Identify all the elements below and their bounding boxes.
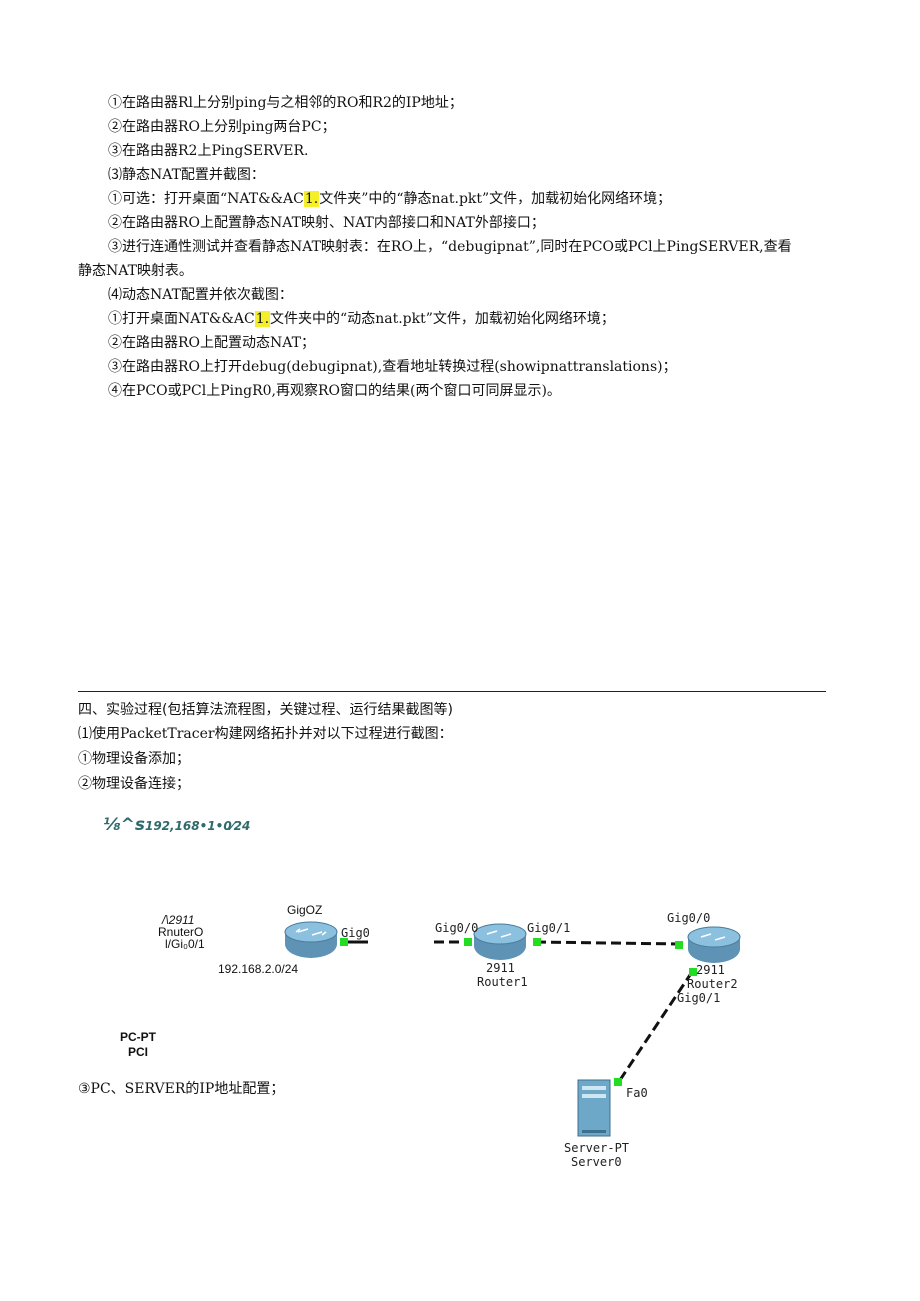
pc-label-type: PC-PT [120, 1030, 156, 1044]
link-r2-server [616, 971, 694, 1084]
static-step-1-highlight: 1. [303, 191, 320, 207]
link-dot-server [614, 1078, 622, 1086]
link-r1-r2 [535, 940, 681, 946]
garbled-sub: 192,168•1•0⁄24 [144, 819, 251, 833]
garbled-subnet-label: ⅛^s192,168•1•0⁄24 [103, 815, 250, 835]
link-dot-r2-bottom [689, 968, 697, 976]
r0-label-port: l/Gi₀0/1 [165, 937, 205, 951]
static-step-1: ①可选：打开桌面“NAT&&AC1.文件夹”中的“静态nat.pkt”文件，加载… [108, 190, 671, 208]
step-ping-r0: ②在路由器RO上分别ping两台PC； [108, 119, 336, 135]
s4-step-1b: ②物理设备连接； [78, 776, 190, 792]
section-divider [78, 691, 826, 692]
dynamic-step-1-pre: ①打开桌面NAT&&AC [108, 311, 255, 327]
link-dot-r0 [340, 938, 348, 946]
dynamic-step-1-highlight: 1. [254, 311, 271, 327]
r0-top-port: GigOZ [287, 903, 323, 917]
router1-icon [473, 923, 527, 960]
dynamic-step-1-post: 文件夹中的“动态nat.pkt”文件，加载初始化网络环境； [270, 311, 615, 327]
static-step-3b: 静态NAT映射表。 [78, 263, 193, 279]
r1-right-port: Gig0/1 [527, 921, 571, 935]
s4-step-1c: ③PC、SERVER的IP地址配置； [78, 1081, 285, 1097]
static-nat-title: ⑶静态NAT配置并截图： [108, 167, 265, 183]
r0-label-model: /\2911 [162, 913, 195, 927]
server-label-name: Server0 [571, 1155, 622, 1169]
static-step-1-post: 文件夹”中的“静态nat.pkt”文件，加载初始化网络环境； [319, 191, 672, 207]
dynamic-step-4: ④在PCO或PCl上PingR0,再观察RO窗口的结果(两个窗口可同屏显示)。 [108, 383, 561, 399]
link-dot-r1-left [464, 938, 472, 946]
r1-name: Router1 [477, 975, 528, 989]
router0-icon [284, 921, 338, 958]
r0-right-port: Gig0 [341, 926, 370, 940]
step-ping-r1: ①在路由器Rl上分别ping与之相邻的RO和R2的IP地址； [108, 95, 463, 111]
r2-model: 2911 [696, 963, 725, 977]
dynamic-step-1: ①打开桌面NAT&&AC1.文件夹中的“动态nat.pkt”文件，加载初始化网络… [108, 310, 615, 328]
dynamic-nat-title: ⑷动态NAT配置并依次截图： [108, 287, 293, 303]
garbled-main: ⅛^s [103, 815, 145, 835]
link-dot-r2-left [675, 941, 683, 949]
r0-subnet: 192.168.2.0/24 [218, 962, 299, 976]
router2-icon [687, 926, 741, 963]
static-step-2: ②在路由器RO上配置静态NAT映射、NAT内部接口和NAT外部接口； [108, 215, 545, 231]
r1-left-port: Gig0/0 [435, 921, 479, 935]
r2-bottom-port: Gig0/1 [677, 991, 721, 1005]
server-icon [577, 1079, 611, 1137]
static-step-3a: ③进行连通性测试并查看静态NAT映射表：在RO上，“debugipnat”,同时… [108, 239, 792, 255]
section4-heading: 四、实验过程(包括算法流程图，关键过程、运行结果截图等) [78, 702, 453, 718]
server-label-type: Server-PT [564, 1141, 630, 1155]
static-step-1-pre: ①可选：打开桌面“NAT&&AC [108, 191, 304, 207]
dynamic-step-2: ②在路由器RO上配置动态NAT； [108, 335, 315, 351]
r0-label-name: RnuterO [158, 925, 204, 939]
dynamic-step-3: ③在路由器RO上打开debug(debugipnat),查看地址转换过程(sho… [108, 359, 677, 375]
link-dot-r1-right [533, 938, 541, 946]
s4-step-1a: ①物理设备添加； [78, 751, 190, 767]
pc-label-name: PCI [128, 1045, 149, 1059]
r1-model: 2911 [486, 961, 515, 975]
step-ping-r2: ③在路由器R2上PingSERVER. [108, 143, 309, 159]
s4-step-1: ⑴使用PacketTracer构建网络拓扑并对以下过程进行截图： [78, 726, 453, 742]
r2-top-port: Gig0/0 [667, 911, 711, 925]
server-port: Fa0 [626, 1086, 648, 1100]
r2-name: Router2 [687, 977, 738, 991]
